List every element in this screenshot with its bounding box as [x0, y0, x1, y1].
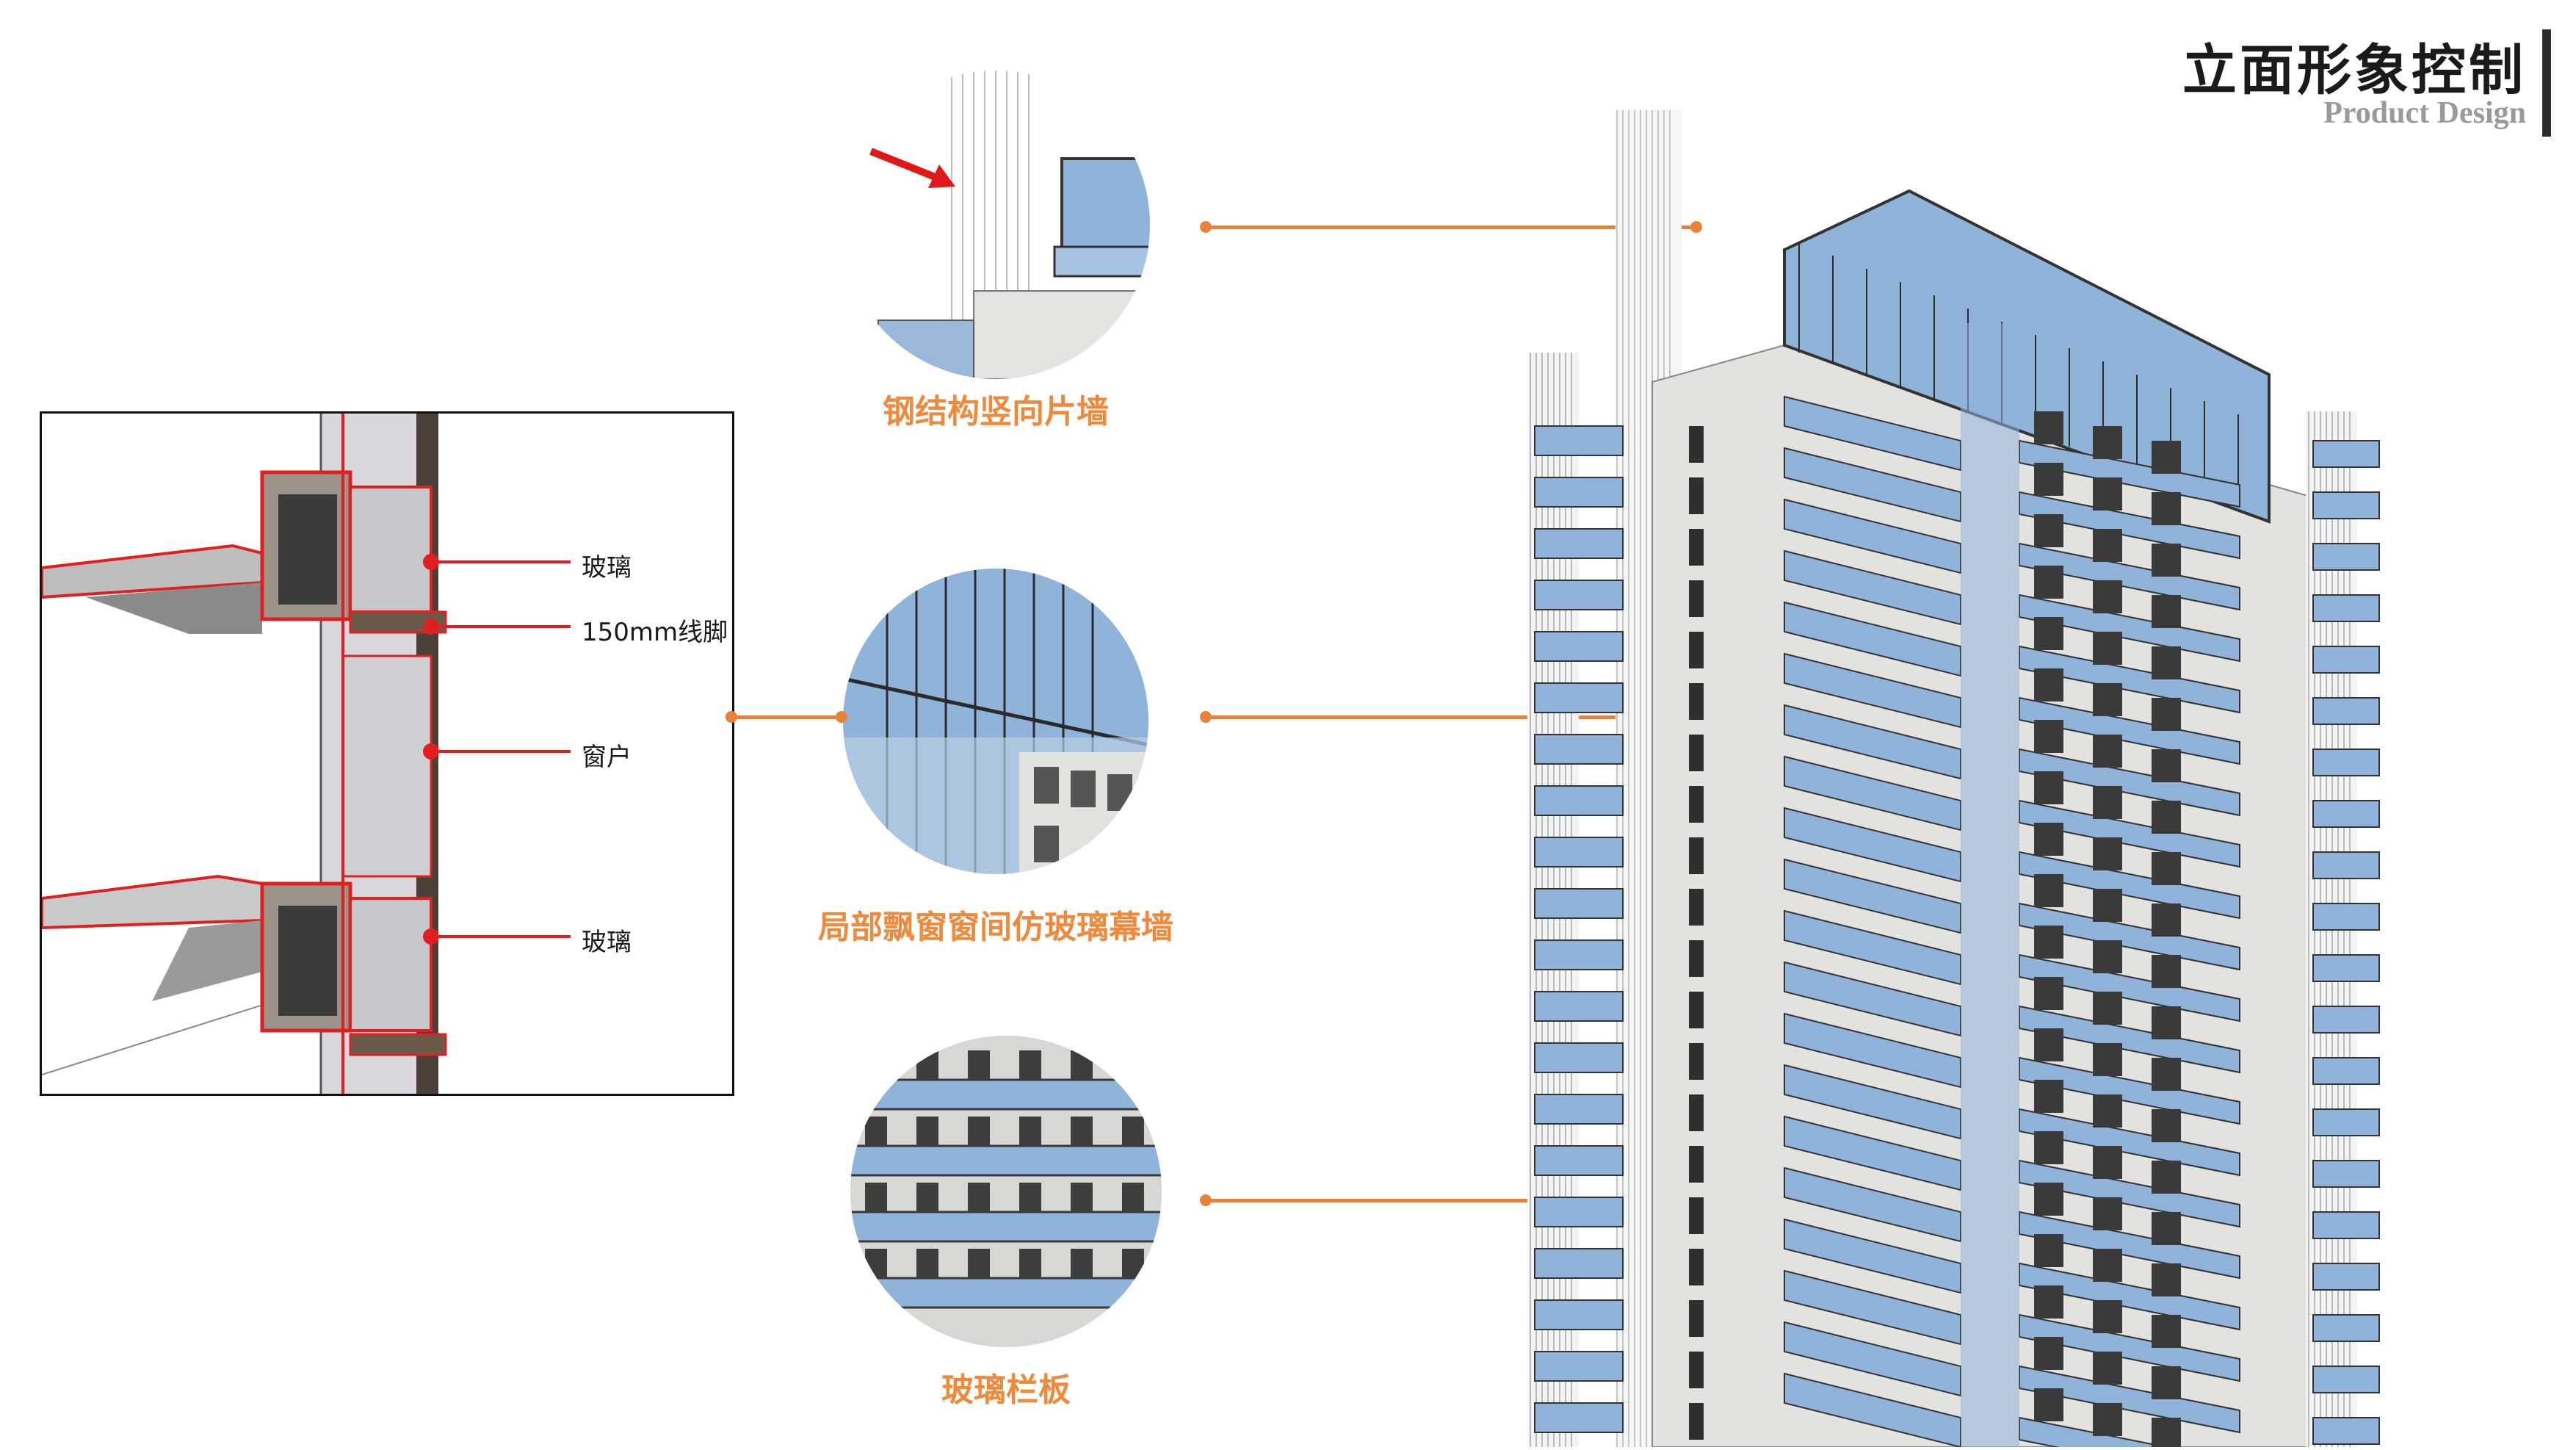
leader-line-glass-railing [1206, 1199, 1836, 1202]
feature-circle-glass-railing [850, 1036, 1162, 1347]
leader-dot [1690, 221, 1702, 233]
building-elevation-drawing [1527, 110, 2380, 1450]
caption-glass-railing: 玻璃栏板 [941, 1371, 1071, 1409]
page-subtitle: Product Design [2323, 96, 2526, 130]
leader-dot [1200, 221, 1212, 233]
caption-curtain-wall: 局部飘窗窗间仿玻璃幕墙 [818, 909, 1173, 946]
section-detail-drawing [42, 414, 571, 1094]
leader-dot [1200, 711, 1212, 723]
page-title: 立面形象控制 [2182, 39, 2526, 102]
building-rendering [1505, 103, 2416, 1450]
header-accent-bar [2542, 29, 2551, 137]
callout-skirting: 150mm线脚 [582, 618, 728, 647]
red-arrow-icon [869, 148, 955, 188]
feature-circle-steel-fin [842, 71, 1150, 379]
leader-dot [1200, 1194, 1212, 1206]
leader-line-steel-fin [1206, 226, 1698, 229]
callout-glass-upper: 玻璃 [582, 553, 632, 582]
callout-glass-lower: 玻璃 [582, 928, 632, 957]
header: 立面形象控制 Product Design [2135, 0, 2576, 147]
leader-dot [836, 711, 847, 723]
feature-circle-curtain-wall [843, 569, 1148, 874]
caption-steel-fin: 钢结构竖向片墙 [883, 393, 1109, 430]
leader-line-detail [731, 715, 842, 719]
callout-window: 窗户 [582, 743, 632, 772]
section-detail-panel: 玻璃 150mm线脚 窗户 玻璃 [40, 411, 734, 1096]
leader-line-curtain-wall [1206, 715, 1997, 719]
leader-dot [726, 711, 737, 723]
